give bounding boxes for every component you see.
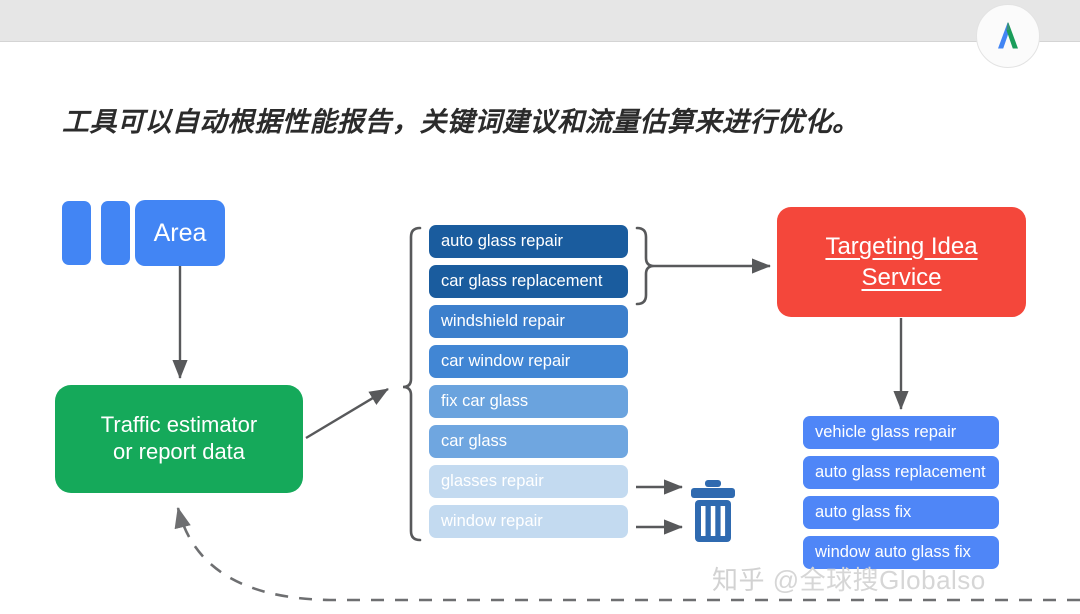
keyword-list-right: vehicle glass repair auto glass replaceme… — [803, 416, 999, 576]
keyword-pill-right-2[interactable]: auto glass fix — [803, 496, 999, 529]
node-traffic-line1: Traffic estimator — [100, 412, 258, 438]
page-title: 工具可以自动根据性能报告，关键词建议和流量估算来进行优化。 — [62, 107, 860, 137]
watermark: 知乎 @全球搜Globalso — [712, 560, 986, 597]
keyword-pill-left-label: car glass replacement — [441, 272, 603, 290]
keyword-pill-left-7[interactable]: window repair — [429, 505, 628, 538]
keyword-pill-right-label: auto glass fix — [815, 503, 912, 521]
keyword-list-left: auto glass repair car glass replacement wi… — [429, 225, 628, 545]
keyword-pill-right-1[interactable]: auto glass replacement — [803, 456, 999, 489]
keyword-pill-left-label: auto glass repair — [441, 232, 563, 250]
trash-can-icon[interactable] — [687, 478, 739, 544]
keyword-pill-left-label: windshield repair — [441, 312, 565, 330]
watermark-user: @全球搜Globalso — [772, 565, 986, 595]
keyword-pill-left-label: car window repair — [441, 352, 571, 370]
adwords-a-glyph — [998, 22, 1018, 49]
keyword-pill-left-2[interactable]: windshield repair — [429, 305, 628, 338]
keyword-pill-left-label: car glass — [441, 432, 508, 450]
node-traffic-line2: or report data — [112, 439, 246, 464]
node-targeting-idea-service[interactable]: Targeting Idea Service — [777, 207, 1026, 317]
keyword-pill-left-5[interactable]: car glass — [429, 425, 628, 458]
keyword-pill-right-label: vehicle glass repair — [815, 423, 957, 441]
keyword-pill-left-label: fix car glass — [441, 392, 529, 410]
node-traffic-estimator[interactable]: Traffic estimator or report data — [55, 385, 303, 493]
node-targeting-line1: Targeting Idea — [825, 232, 978, 260]
google-adwords-logo — [976, 4, 1040, 68]
browser-toolbar — [0, 0, 1080, 42]
keyword-pill-right-label: auto glass replacement — [815, 463, 986, 481]
keyword-pill-left-label: glasses repair — [441, 472, 544, 490]
keyword-pill-left-4[interactable]: fix car glass — [429, 385, 628, 418]
keyword-pill-right-0[interactable]: vehicle glass repair — [803, 416, 999, 449]
watermark-site: 知乎 — [712, 565, 766, 595]
connector-traffic-to-keywords — [305, 387, 389, 440]
decorative-bar-left-2 — [101, 201, 130, 265]
node-targeting-line2: Service — [861, 264, 942, 291]
keyword-group-brace-left — [402, 226, 422, 542]
keyword-pill-left-1[interactable]: car glass replacement — [429, 265, 628, 298]
keyword-top-brace-right — [635, 226, 655, 306]
keyword-pill-left-6[interactable]: glasses repair — [429, 465, 628, 498]
keyword-pill-left-label: window repair — [441, 512, 543, 530]
node-area[interactable]: Area — [135, 200, 225, 266]
node-area-label: Area — [153, 218, 207, 247]
keyword-pill-left-0[interactable]: auto glass repair — [429, 225, 628, 258]
decorative-bar-left-1 — [62, 201, 91, 265]
keyword-pill-left-3[interactable]: car window repair — [429, 345, 628, 378]
